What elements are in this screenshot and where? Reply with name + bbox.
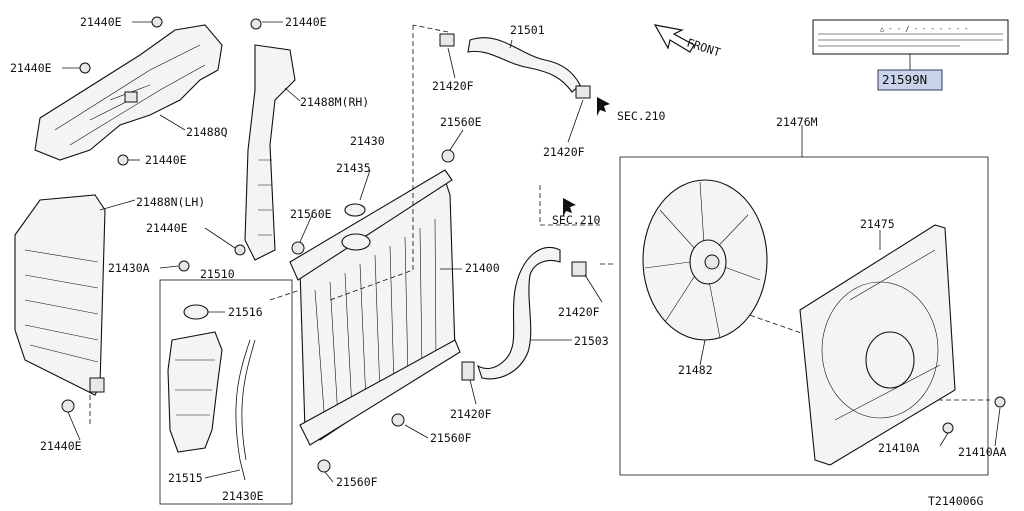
part-labels: 21440E 21440E 21488Q 21440E 21488N(LH) 2… [10,15,1007,508]
upper-deflector-21488q [34,24,223,161]
label-21476m: 21476M [776,115,818,129]
dashed-leaders [89,24,990,425]
reservoir-box [159,279,293,505]
label-21420f: 21420F [432,79,474,93]
highlighted-part-21599n[interactable]: 21599N [877,69,943,91]
label-21501: 21501 [510,23,545,37]
label-21488m-rh: 21488M(RH) [300,95,369,109]
label-front: FRONT [685,36,722,60]
label-21435: 21435 [336,161,371,175]
label-21440e: 21440E [285,15,327,29]
label-21475: 21475 [860,217,895,231]
fan-assembly-box [619,156,989,476]
label-sec210: SEC.210 [617,109,666,123]
label-21560f: 21560F [430,431,472,445]
label-sec210: SEC.210 [552,213,601,227]
sec210-arrow-icon [597,97,610,116]
fan-blade-21482 [642,179,768,341]
fan-shroud-21475 [799,224,1006,466]
label-21488q: 21488Q [186,125,228,139]
sec210-arrow-icon [563,198,576,217]
label-21560e: 21560E [290,207,332,221]
label-21488n-lh: 21488N(LH) [136,195,205,209]
label-21440e: 21440E [10,61,52,75]
label-21400: 21400 [465,261,500,275]
label-leaders [62,21,1001,483]
bolt-icons [61,16,262,413]
upper-hose-21501 [439,33,591,99]
side-deflector-21488m [244,44,296,261]
label-21515: 21515 [168,471,203,485]
label-21420f: 21420F [543,145,585,159]
label-21410aa: 21410AA [958,445,1007,459]
lower-hose-21503 [461,246,587,381]
label-21430e: 21430E [222,489,264,503]
caution-label-text: △ - - / - - - - - - - [880,25,969,33]
label-21440e: 21440E [80,15,122,29]
label-21516: 21516 [228,305,263,319]
lower-deflector-21488n [14,194,106,396]
label-21503: 21503 [574,334,609,348]
label-21410a: 21410A [878,441,920,455]
label-21420f: 21420F [558,305,600,319]
label-21599n: 21599N [882,72,927,87]
diagram-id: T214006G [928,494,983,508]
caution-label-21599n [812,19,1009,70]
label-21440e: 21440E [145,153,187,167]
label-21560f: 21560F [336,475,378,489]
label-21430a: 21430A [108,261,150,275]
radiator-cap [344,203,366,217]
label-21440e: 21440E [40,439,82,453]
label-21440e: 21440E [146,221,188,235]
label-21420f: 21420F [450,407,492,421]
label-21560e: 21560E [440,115,482,129]
front-arrow-icon [653,24,695,53]
highlight-box [877,69,943,91]
label-21510: 21510 [200,267,235,281]
reservoir-tank-21510 [167,304,256,481]
radiator-21400 [289,149,461,473]
label-21430: 21430 [350,134,385,148]
label-21482: 21482 [678,363,713,377]
